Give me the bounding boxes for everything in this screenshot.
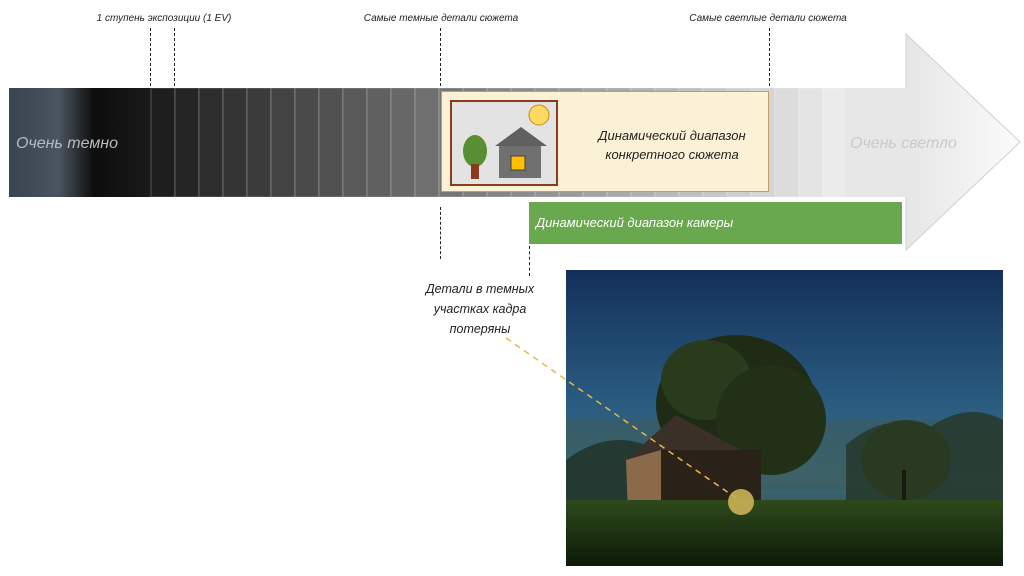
brightest-dash [769,28,770,86]
house-tree-sun-icon [450,100,558,186]
ev-step [390,87,416,198]
barn-photo [566,270,1003,566]
ev-step [174,87,200,198]
ev-step [342,87,368,198]
ev-step [198,87,224,198]
highlight-circle [728,489,754,515]
brightest-details-label: Самые светлые детали сюжета [689,13,847,24]
ev-dash-left [150,28,151,86]
ev-step [222,87,248,198]
ev-step [414,87,440,198]
ev-step-label: 1 ступень экспозиции (1 EV) [96,13,232,24]
darkest-dash-bottom [440,207,441,259]
ev-step [366,87,392,198]
ev-step [318,87,344,198]
ev-step [270,87,296,198]
camera-start-dash [529,246,530,276]
ev-dash-right [174,28,175,86]
very-dark-label: Очень темно [16,135,119,152]
very-dark-zone [9,88,151,197]
ev-step [246,87,272,198]
ev-step [822,87,848,198]
darkest-details-label: Самые темные детали сюжета [363,13,519,24]
ev-step [150,87,176,198]
arrow-head [905,32,1021,252]
pointer-dash [505,337,737,499]
camera-range-bar: Динамический диапазон камеры [529,202,902,244]
darkest-dash-top [440,28,441,86]
very-light-label: Очень светло [850,135,957,152]
scene-range-label: Динамический диапазон конкретного сюжета [598,128,746,162]
lost-details-label: Детали в темных участках кадра потеряны [425,282,535,336]
